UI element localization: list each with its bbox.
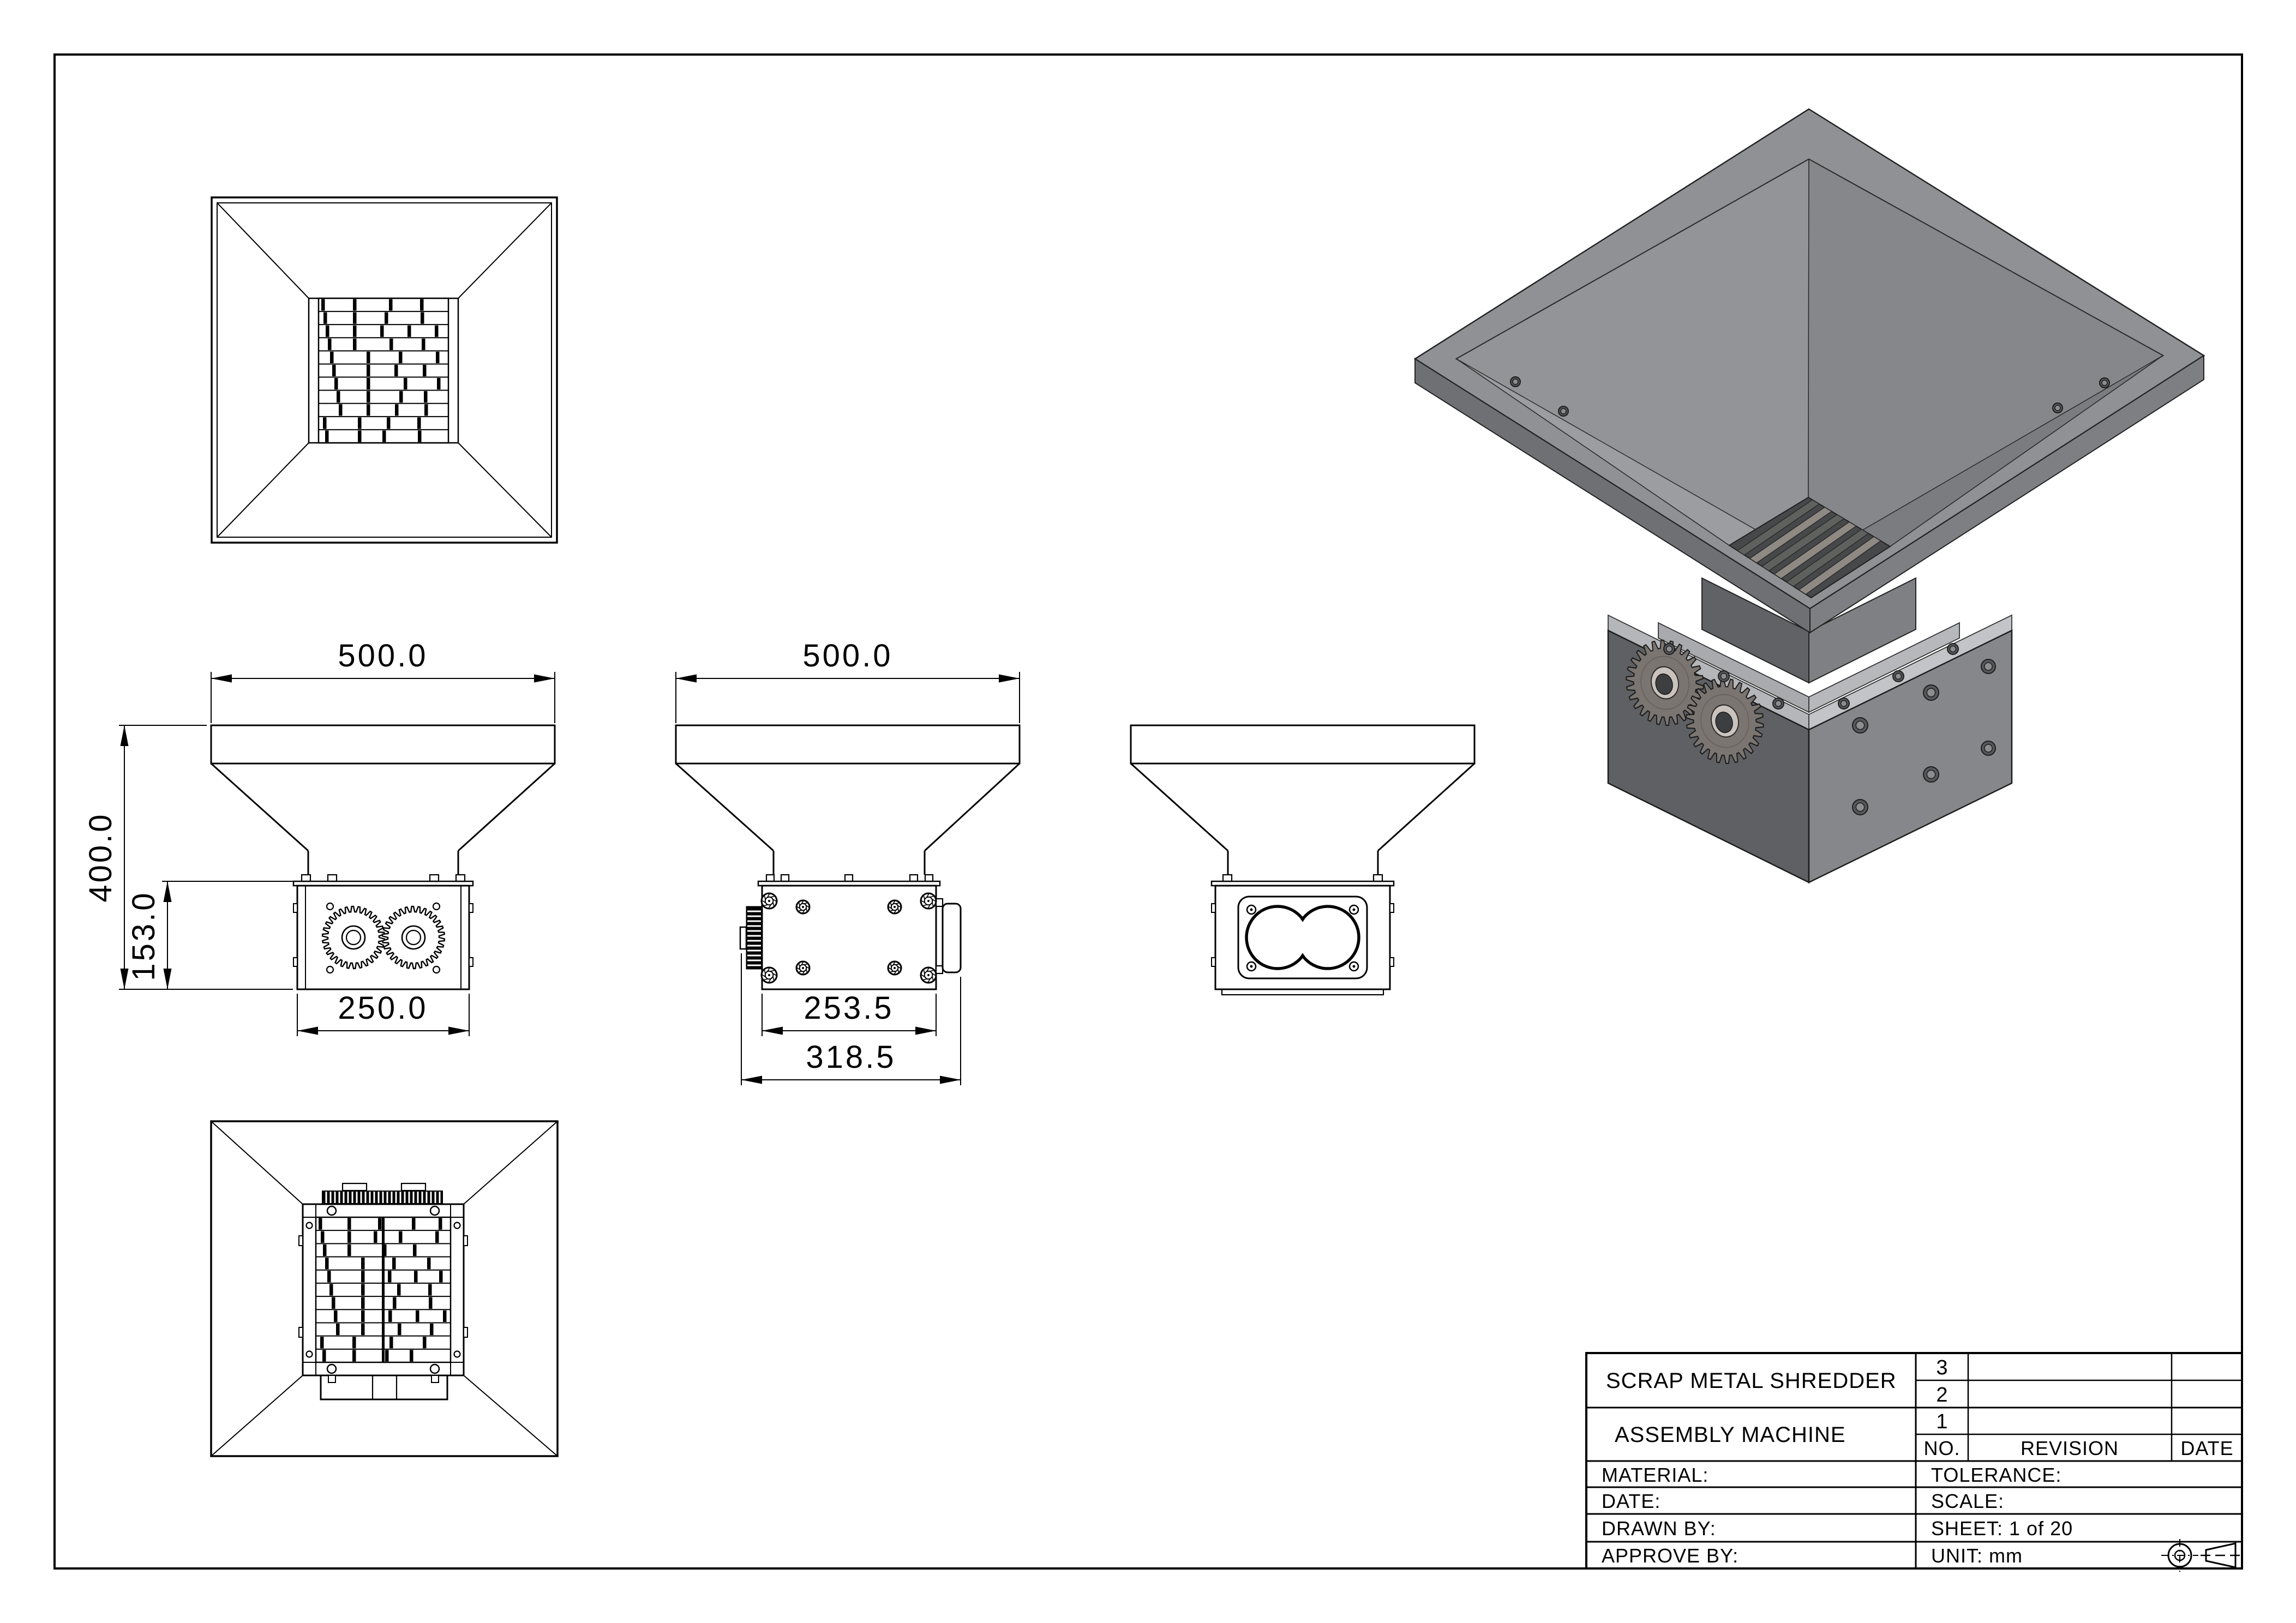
dim-front-box-height: 153.0: [126, 891, 161, 981]
field-material: MATERIAL:: [1602, 1464, 1708, 1486]
top-view-shredder-blades: [317, 297, 449, 444]
field-sheet: SHEET: 1 of 20: [1931, 1517, 2073, 1540]
dim-side-box-width: 253.5: [804, 990, 894, 1026]
drawing-subtitle: ASSEMBLY MACHINE: [1615, 1423, 1846, 1447]
side-dimensions: 500.0 253.5 318.5: [675, 638, 1020, 1085]
iso-bolts: [1663, 643, 1996, 815]
revision-row-1: 1: [1936, 1410, 1947, 1433]
end-view: [1130, 724, 1476, 996]
side-view: [675, 724, 1021, 990]
header-date: DATE: [2180, 1437, 2233, 1459]
title-block: SCRAP METAL SHREDDER ASSEMBLY MACHINE 3 …: [1585, 1352, 2243, 1572]
bottom-gear-strip: [322, 1182, 443, 1204]
dim-front-height: 400.0: [83, 812, 118, 902]
bottom-view: [210, 1120, 559, 1457]
front-dimensions: 500.0 400.0 153.0 250.0: [83, 638, 555, 1036]
header-revision: REVISION: [2021, 1437, 2119, 1459]
field-unit: UNIT: mm: [1931, 1544, 2023, 1567]
revision-row-2: 2: [1936, 1384, 1947, 1406]
isometric-view: [1413, 108, 2205, 884]
field-tolerance: TOLERANCE:: [1931, 1464, 2061, 1486]
iso-spur-gears: [1626, 640, 1764, 764]
iso-shredder-blades: [1736, 499, 1882, 595]
revision-row-3: 3: [1936, 1356, 1947, 1379]
front-spur-gears: [321, 905, 446, 970]
side-shaft-coupling: [935, 898, 962, 975]
sheet-border: [53, 53, 2243, 1570]
frustum-icon: [2205, 1542, 2237, 1568]
end-bearing-plate: [1237, 895, 1368, 979]
bottom-coupling-housing: [320, 1374, 448, 1400]
field-scale: SCALE:: [1931, 1490, 2004, 1512]
dim-front-width: 500.0: [338, 638, 428, 674]
side-hopper-rim: [675, 724, 1021, 765]
field-date: DATE:: [1602, 1490, 1660, 1512]
projection-symbol: [2161, 1539, 2240, 1572]
iso-rim-bolts: [1510, 376, 2110, 417]
side-pinion-gear: [739, 906, 763, 970]
header-no: NO.: [1923, 1437, 1960, 1459]
top-view: [211, 196, 558, 544]
side-gearbox: [761, 885, 937, 990]
front-gearbox: [296, 885, 470, 990]
side-socket-screws: [760, 892, 937, 984]
drawing-title: SCRAP METAL SHREDDER: [1606, 1369, 1897, 1393]
dim-side-width: 500.0: [802, 638, 892, 674]
field-drawn-by: DRAWN BY:: [1602, 1517, 1716, 1540]
front-hopper-rim: [210, 724, 556, 765]
field-approve-by: APPROVE BY:: [1602, 1544, 1739, 1567]
end-hopper-rim: [1130, 724, 1476, 765]
dim-front-box-width: 250.0: [338, 990, 428, 1026]
front-view: [210, 724, 556, 990]
dim-side-overall-width: 318.5: [806, 1039, 896, 1075]
iso-gearbox-right-face: [1808, 629, 2013, 884]
